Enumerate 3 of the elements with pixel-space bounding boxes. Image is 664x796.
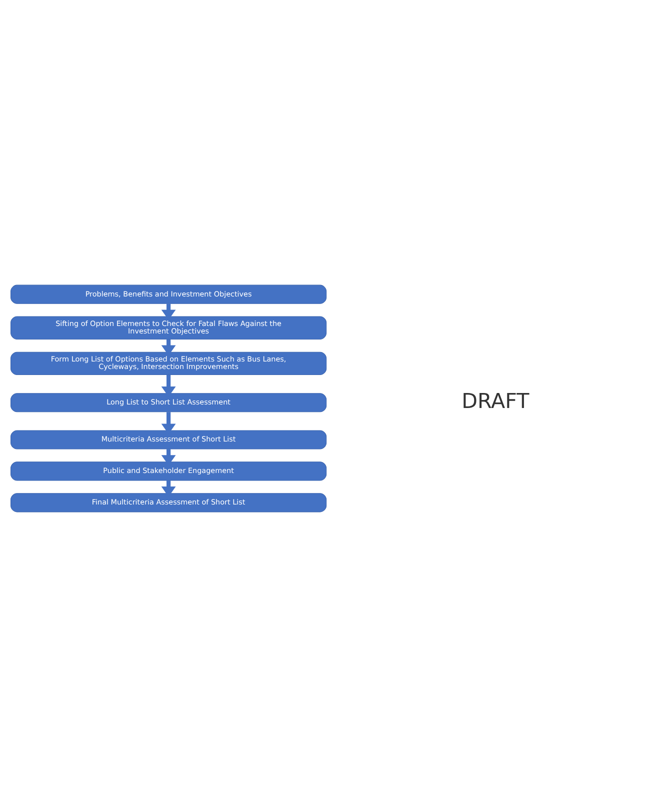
arrow [161, 374, 176, 396]
label: DRAFT [462, 388, 530, 412]
arrow [161, 412, 176, 434]
